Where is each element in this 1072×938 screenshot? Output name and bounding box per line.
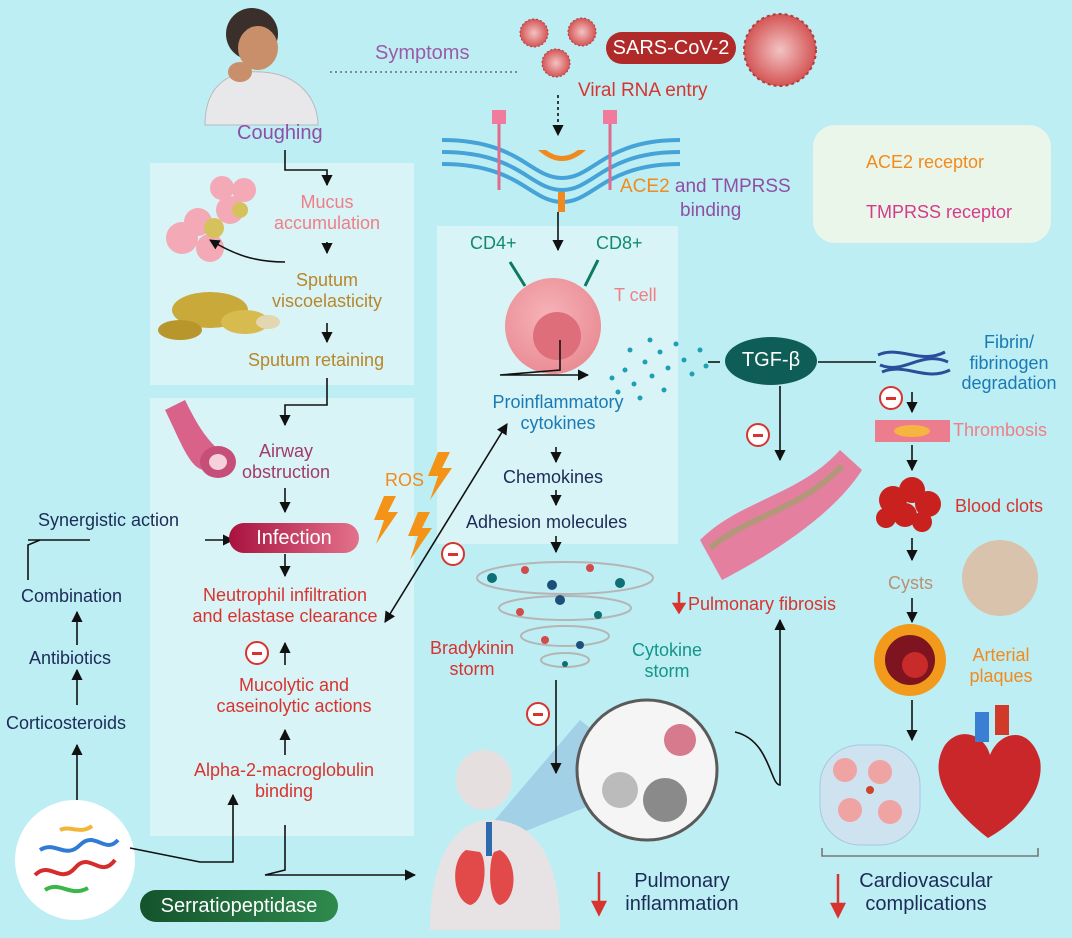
neutrophil-label: Neutrophil infiltration and elastase cle… [192,585,378,626]
serratiopeptidase-label: Serratiopeptidase [160,894,318,917]
proinflammatory-label: Proinflammatory cytokines [492,392,624,433]
pulmonary-inflammation-label: Pulmonary inflammation [625,870,739,915]
t-cell-label: T cell [614,285,657,305]
mucus-panel [150,163,414,385]
cyst-icon [962,540,1038,616]
chemokines-label: Chemokines [503,467,604,487]
corticosteroids-label: Corticosteroids [6,713,127,733]
symptoms-label: Symptoms [375,42,470,64]
binding-word: binding [680,200,742,221]
sars-cov-2-pill: SARS-CoV-2 [606,32,736,64]
thrombosis-icon [875,420,950,442]
fibrin-label: Fibrin/ fibrinogen degradation [961,332,1057,394]
tgf-beta-node [725,337,817,385]
cd8-label: CD8+ [596,233,643,253]
alveoli-zoom-icon [575,698,719,842]
legend-ace2-label: ACE2 receptor [866,152,985,172]
combination-label: Combination [21,586,123,606]
patient-lungs-icon [430,750,560,930]
mucolytic-label: Mucolytic and caseinolytic actions [216,675,372,716]
airway-obstruction-label: Airway obstruction [241,441,331,482]
inhibit-icon [526,702,550,726]
ros-label: ROS [385,470,425,490]
sputum-icon [158,292,280,340]
blood-clots-label: Blood clots [955,496,1044,516]
heart-icon [938,705,1041,838]
cardiovascular-label: Cardiovascular complications [859,870,993,915]
inhibit-icon [245,641,269,665]
antibiotics-label: Antibiotics [29,648,112,668]
blood-clot-icon [876,477,941,532]
tgf-beta-label: TGF-β [741,349,801,371]
sputum-viscoelasticity-label: Sputum viscoelasticity [271,270,383,311]
cytokine-panel [437,226,678,544]
cd4-label: CD4+ [470,233,517,253]
and-tmprss-word: and TMPRSS [674,176,791,197]
binding-label: ACE2 and TMPRSS [620,176,791,198]
protein-structure-icon [15,800,135,920]
airway-icon [165,400,236,478]
infection-panel [150,398,414,836]
ace2-word: ACE2 [620,176,670,197]
arterial-plaque-icon [874,624,946,696]
virus-icon [519,13,817,87]
inhibit-icon [746,423,770,447]
flow-arrows [27,95,1039,881]
thrombosis-label: Thrombosis [953,420,1048,440]
arterial-plaques-label: Arterial plaques [969,645,1033,686]
serratiopeptidase-pill: Serratiopeptidase [140,890,338,922]
decrease-arrows [590,592,847,919]
cytokine-storm-label: Cytokine storm [631,640,703,681]
t-cell-icon [505,259,601,374]
viral-rna-entry-label: Viral RNA entry [578,80,708,101]
sputum-retaining-label: Sputum retaining [248,350,385,370]
mucus-accumulation-label: Mucus accumulation [273,192,381,233]
infection-pill: Infection [229,523,359,553]
pulmonary-artery-icon [700,450,862,580]
fibrin-icon [877,350,951,376]
legend-tmprss-label: TMPRSS receptor [866,202,1013,222]
inhibit-icon [879,386,903,410]
inhibit-icon [441,542,465,566]
alpha2-label: Alpha-2-macroglobulin binding [193,760,375,801]
cell-membrane-icon [441,110,681,212]
cytokine-dots-icon [609,337,709,401]
adhesion-label: Adhesion molecules [466,512,628,532]
pulmonary-fibrosis-label: Pulmonary fibrosis [688,594,837,614]
legend-box [813,125,1051,243]
infection-label: Infection [256,526,332,549]
cardiac-tissue-icon [819,744,921,846]
cysts-label: Cysts [888,573,933,593]
coughing-person-icon [204,8,319,126]
bradykinin-label: Bradykinin storm [429,638,515,679]
synergistic-action-label: Synergistic action [38,510,180,530]
sars-cov-2-label: SARS-CoV-2 [612,36,730,59]
coughing-label: Coughing [237,122,323,144]
